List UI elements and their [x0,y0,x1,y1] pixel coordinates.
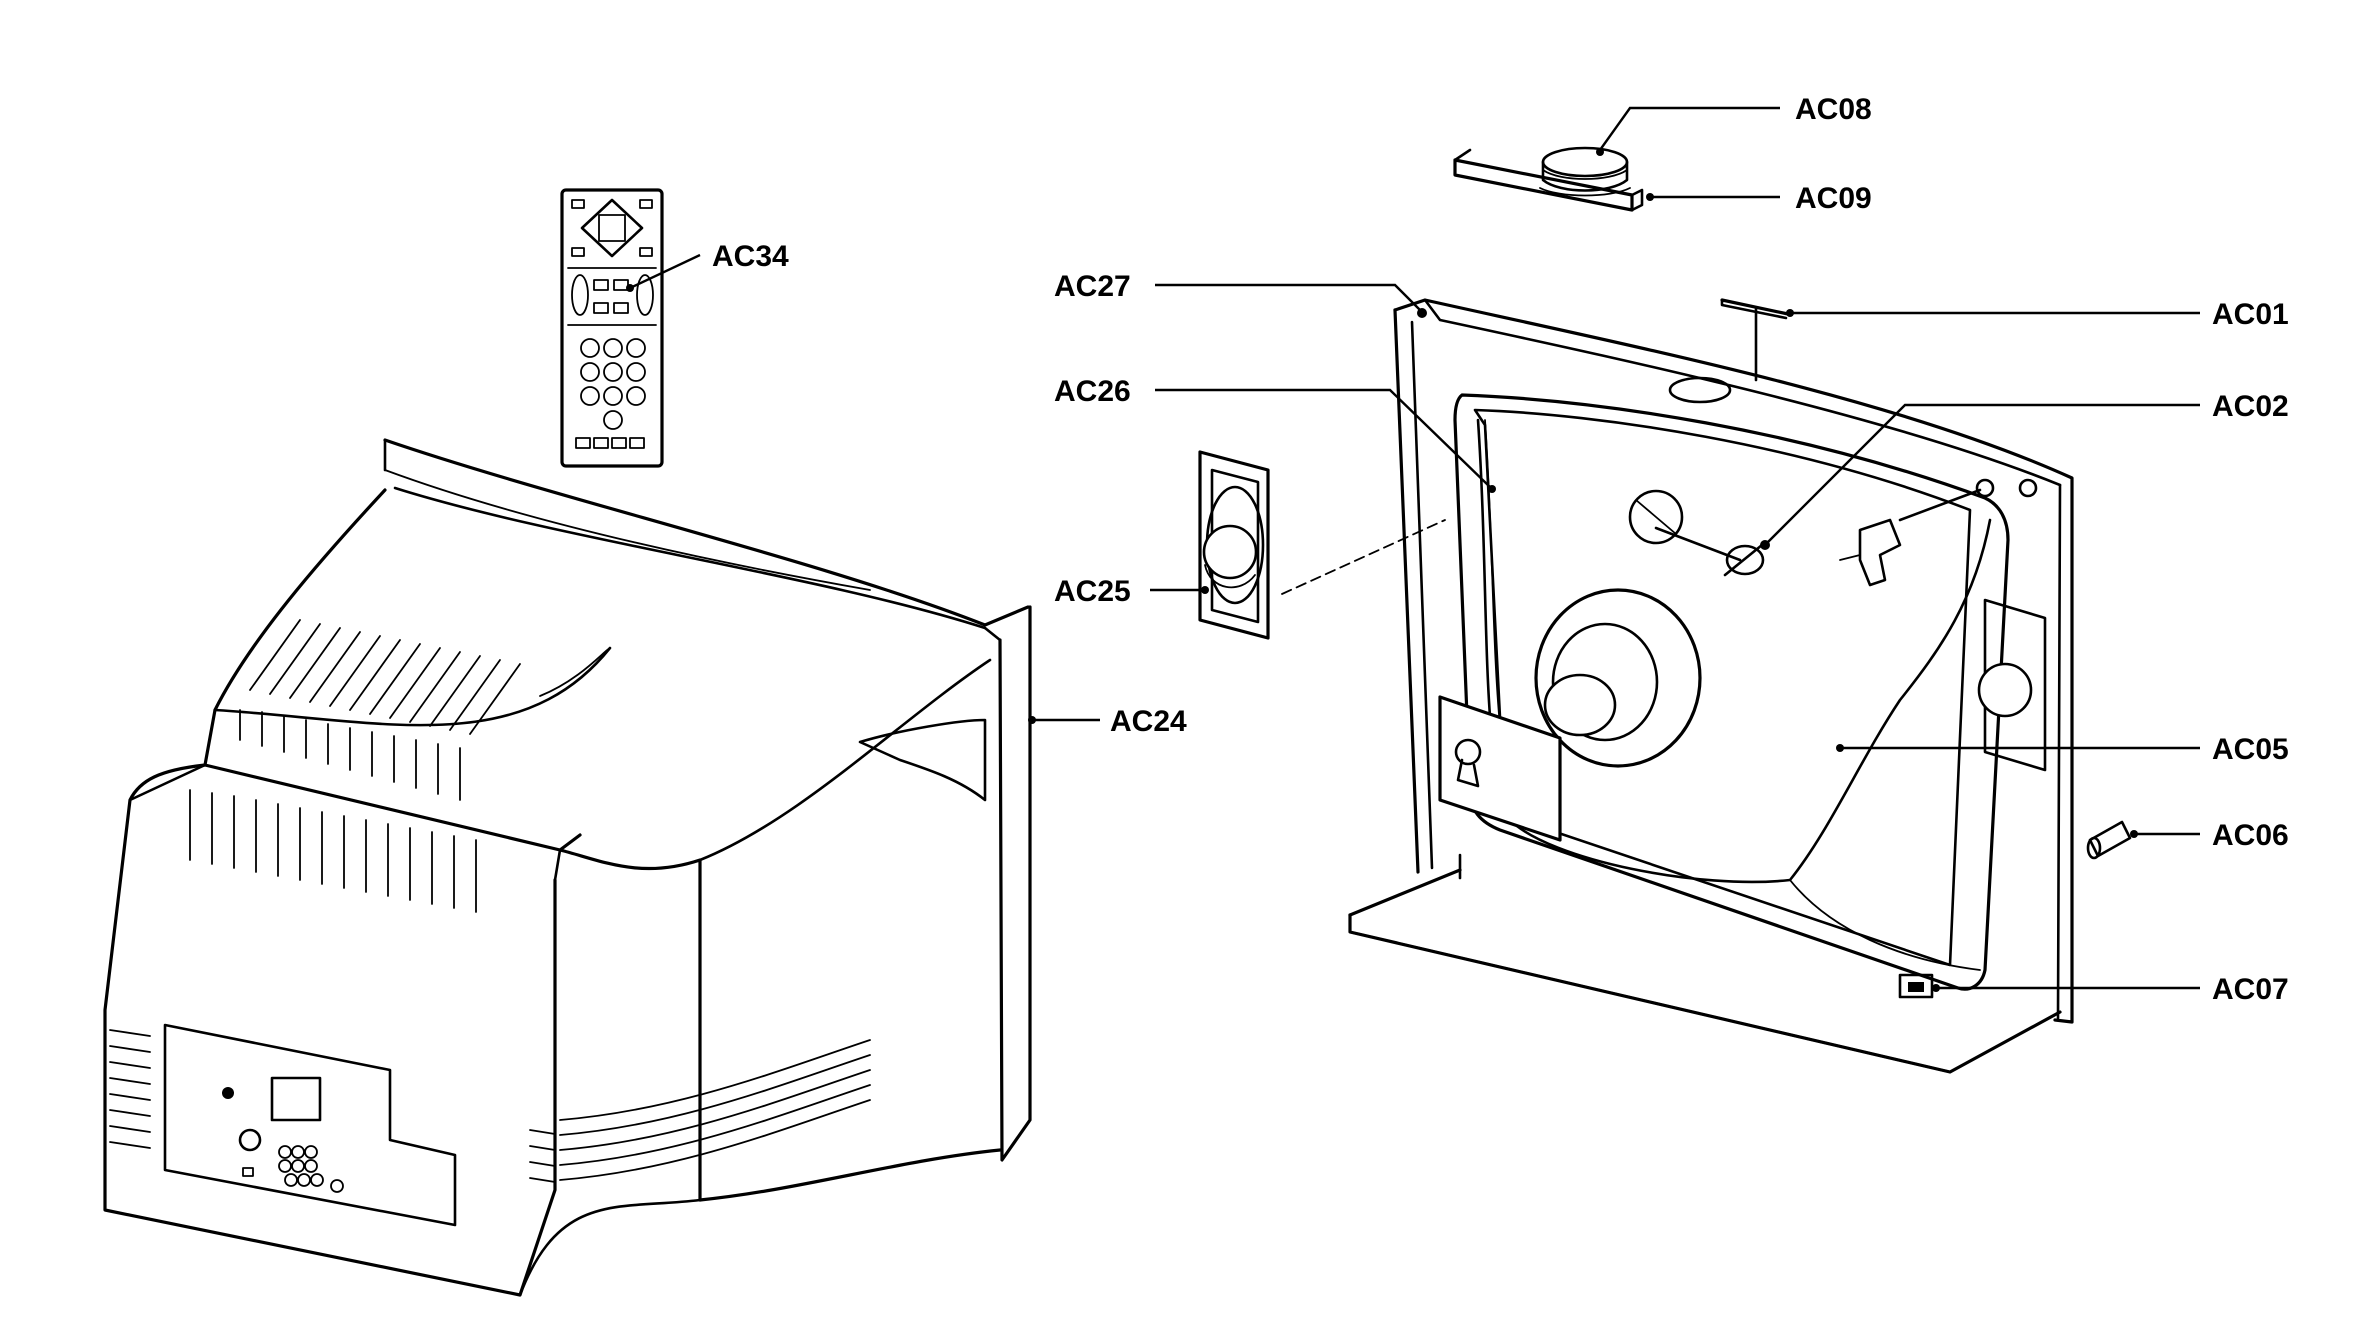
callout-ac06: AC06 [2212,819,2289,852]
callout-ac24: AC24 [1110,705,1187,738]
callout-ac26: AC26 [1054,375,1131,408]
leader-lines [626,106,2200,992]
callout-ac27: AC27 [1054,270,1131,303]
callout-ac25: AC25 [1054,575,1131,608]
remote-control [560,188,664,468]
rear-cabinet [103,438,1032,1297]
fuse-part [2086,820,2132,860]
callout-ac02: AC02 [2212,390,2289,423]
cord-reel-assembly [1453,146,1644,212]
callout-ac05: AC05 [2212,733,2289,766]
speaker [1198,450,1446,640]
front-bezel-assembly [1348,298,2074,1074]
callout-ac08: AC08 [1795,93,1872,126]
callout-ac34: AC34 [712,240,789,273]
callout-ac09: AC09 [1795,182,1872,215]
callout-labels: AC08 AC09 AC34 AC27 AC01 AC26 AC02 AC25 … [712,93,2289,1006]
callout-ac07: AC07 [2212,973,2289,1006]
callout-ac01: AC01 [2212,298,2289,331]
